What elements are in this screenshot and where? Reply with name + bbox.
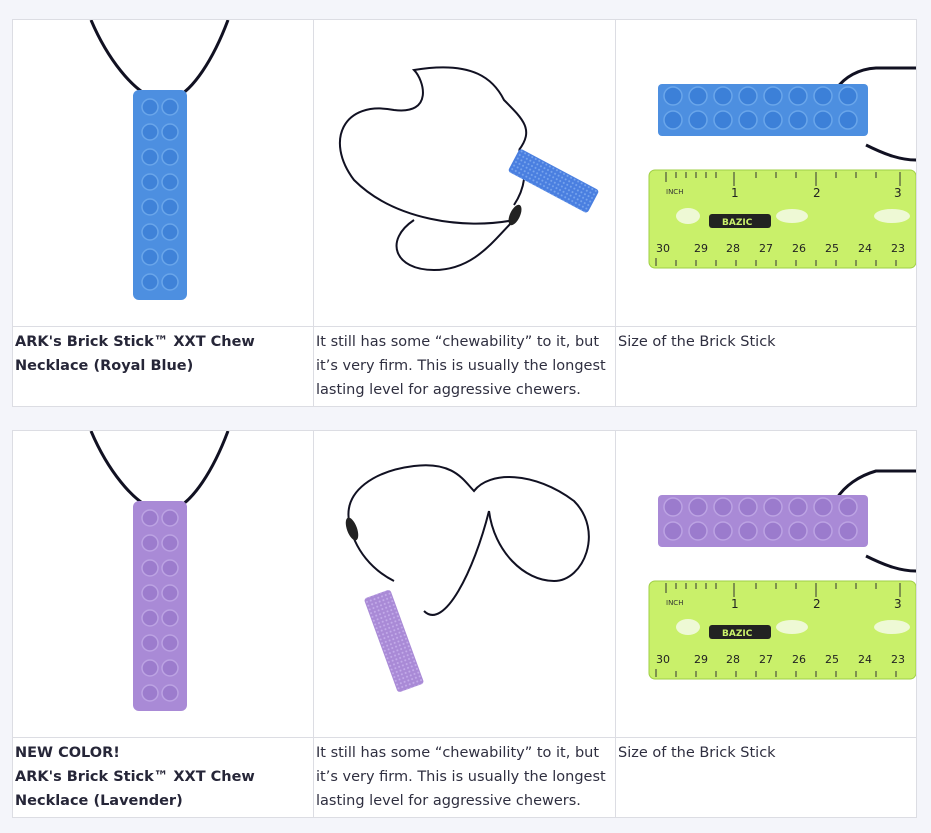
svg-text:1: 1 bbox=[731, 597, 739, 611]
svg-text:30: 30 bbox=[656, 653, 670, 666]
ruler-size-image-cell: INCH 1 2 3 BAZIC 30 29 28 27 26 25 24 23 bbox=[615, 19, 917, 327]
product-title-line: ARK's Brick Stick™ XXT Chew bbox=[15, 769, 255, 785]
svg-text:27: 27 bbox=[759, 653, 773, 666]
svg-text:26: 26 bbox=[792, 242, 806, 255]
svg-text:BAZIC: BAZIC bbox=[722, 218, 753, 228]
product-title-line: ARK's Brick Stick™ XXT Chew bbox=[15, 334, 255, 350]
svg-text:INCH: INCH bbox=[666, 188, 683, 196]
text-row: NEW COLOR! ARK's Brick Stick™ XXT Chew N… bbox=[12, 737, 917, 818]
svg-text:29: 29 bbox=[694, 242, 708, 255]
svg-text:3: 3 bbox=[894, 186, 902, 200]
svg-text:29: 29 bbox=[694, 653, 708, 666]
image-row: INCH 1 2 3 BAZIC 30 29 28 27 26 25 24 23 bbox=[12, 19, 917, 327]
text-row: ARK's Brick Stick™ XXT Chew Necklace (Ro… bbox=[12, 326, 917, 407]
svg-text:23: 23 bbox=[891, 653, 905, 666]
product-badge-new-color: NEW COLOR! bbox=[15, 745, 120, 761]
svg-text:28: 28 bbox=[726, 653, 740, 666]
blue-pendant-with-cord-image[interactable] bbox=[314, 20, 615, 326]
pendant-front-image-cell bbox=[12, 430, 314, 738]
svg-text:25: 25 bbox=[825, 242, 839, 255]
svg-text:1: 1 bbox=[731, 186, 739, 200]
lavender-pendant-with-cord-image[interactable] bbox=[314, 431, 615, 737]
pendant-cord-image-cell bbox=[313, 19, 616, 327]
product-description: It still has some “chewability” to it, b… bbox=[313, 326, 616, 407]
blue-brick-ruler-image[interactable]: INCH 1 2 3 BAZIC 30 29 28 27 26 25 24 23 bbox=[616, 20, 916, 326]
pendant-front-image-cell bbox=[12, 19, 314, 327]
svg-text:3: 3 bbox=[894, 597, 902, 611]
product-title-cell: ARK's Brick Stick™ XXT Chew Necklace (Ro… bbox=[12, 326, 314, 407]
svg-text:30: 30 bbox=[656, 242, 670, 255]
product-title-line: Necklace (Lavender) bbox=[15, 793, 183, 809]
product-table-royal-blue: INCH 1 2 3 BAZIC 30 29 28 27 26 25 24 23 bbox=[12, 19, 917, 407]
size-caption: Size of the Brick Stick bbox=[615, 326, 917, 407]
svg-text:INCH: INCH bbox=[666, 599, 683, 607]
svg-text:2: 2 bbox=[813, 597, 821, 611]
ruler-size-image-cell: INCH 1 2 3 BAZIC 30 29 28 27 26 25 24 23 bbox=[615, 430, 917, 738]
image-row: INCH 1 2 3 BAZIC 30 29 28 27 26 25 24 23 bbox=[12, 430, 917, 738]
svg-text:BAZIC: BAZIC bbox=[722, 629, 753, 639]
svg-text:24: 24 bbox=[858, 653, 872, 666]
size-caption: Size of the Brick Stick bbox=[615, 737, 917, 818]
blue-pendant-front-image[interactable] bbox=[13, 20, 313, 326]
svg-text:28: 28 bbox=[726, 242, 740, 255]
product-table-lavender: INCH 1 2 3 BAZIC 30 29 28 27 26 25 24 23 bbox=[12, 430, 917, 818]
svg-text:24: 24 bbox=[858, 242, 872, 255]
lavender-brick-ruler-image[interactable]: INCH 1 2 3 BAZIC 30 29 28 27 26 25 24 23 bbox=[616, 431, 916, 737]
svg-text:25: 25 bbox=[825, 653, 839, 666]
pendant-cord-image-cell bbox=[313, 430, 616, 738]
lavender-pendant-front-image[interactable] bbox=[13, 431, 313, 737]
svg-text:23: 23 bbox=[891, 242, 905, 255]
product-description: It still has some “chewability” to it, b… bbox=[313, 737, 616, 818]
svg-text:27: 27 bbox=[759, 242, 773, 255]
svg-text:26: 26 bbox=[792, 653, 806, 666]
svg-text:2: 2 bbox=[813, 186, 821, 200]
product-title-cell: NEW COLOR! ARK's Brick Stick™ XXT Chew N… bbox=[12, 737, 314, 818]
product-title-line: Necklace (Royal Blue) bbox=[15, 358, 194, 374]
